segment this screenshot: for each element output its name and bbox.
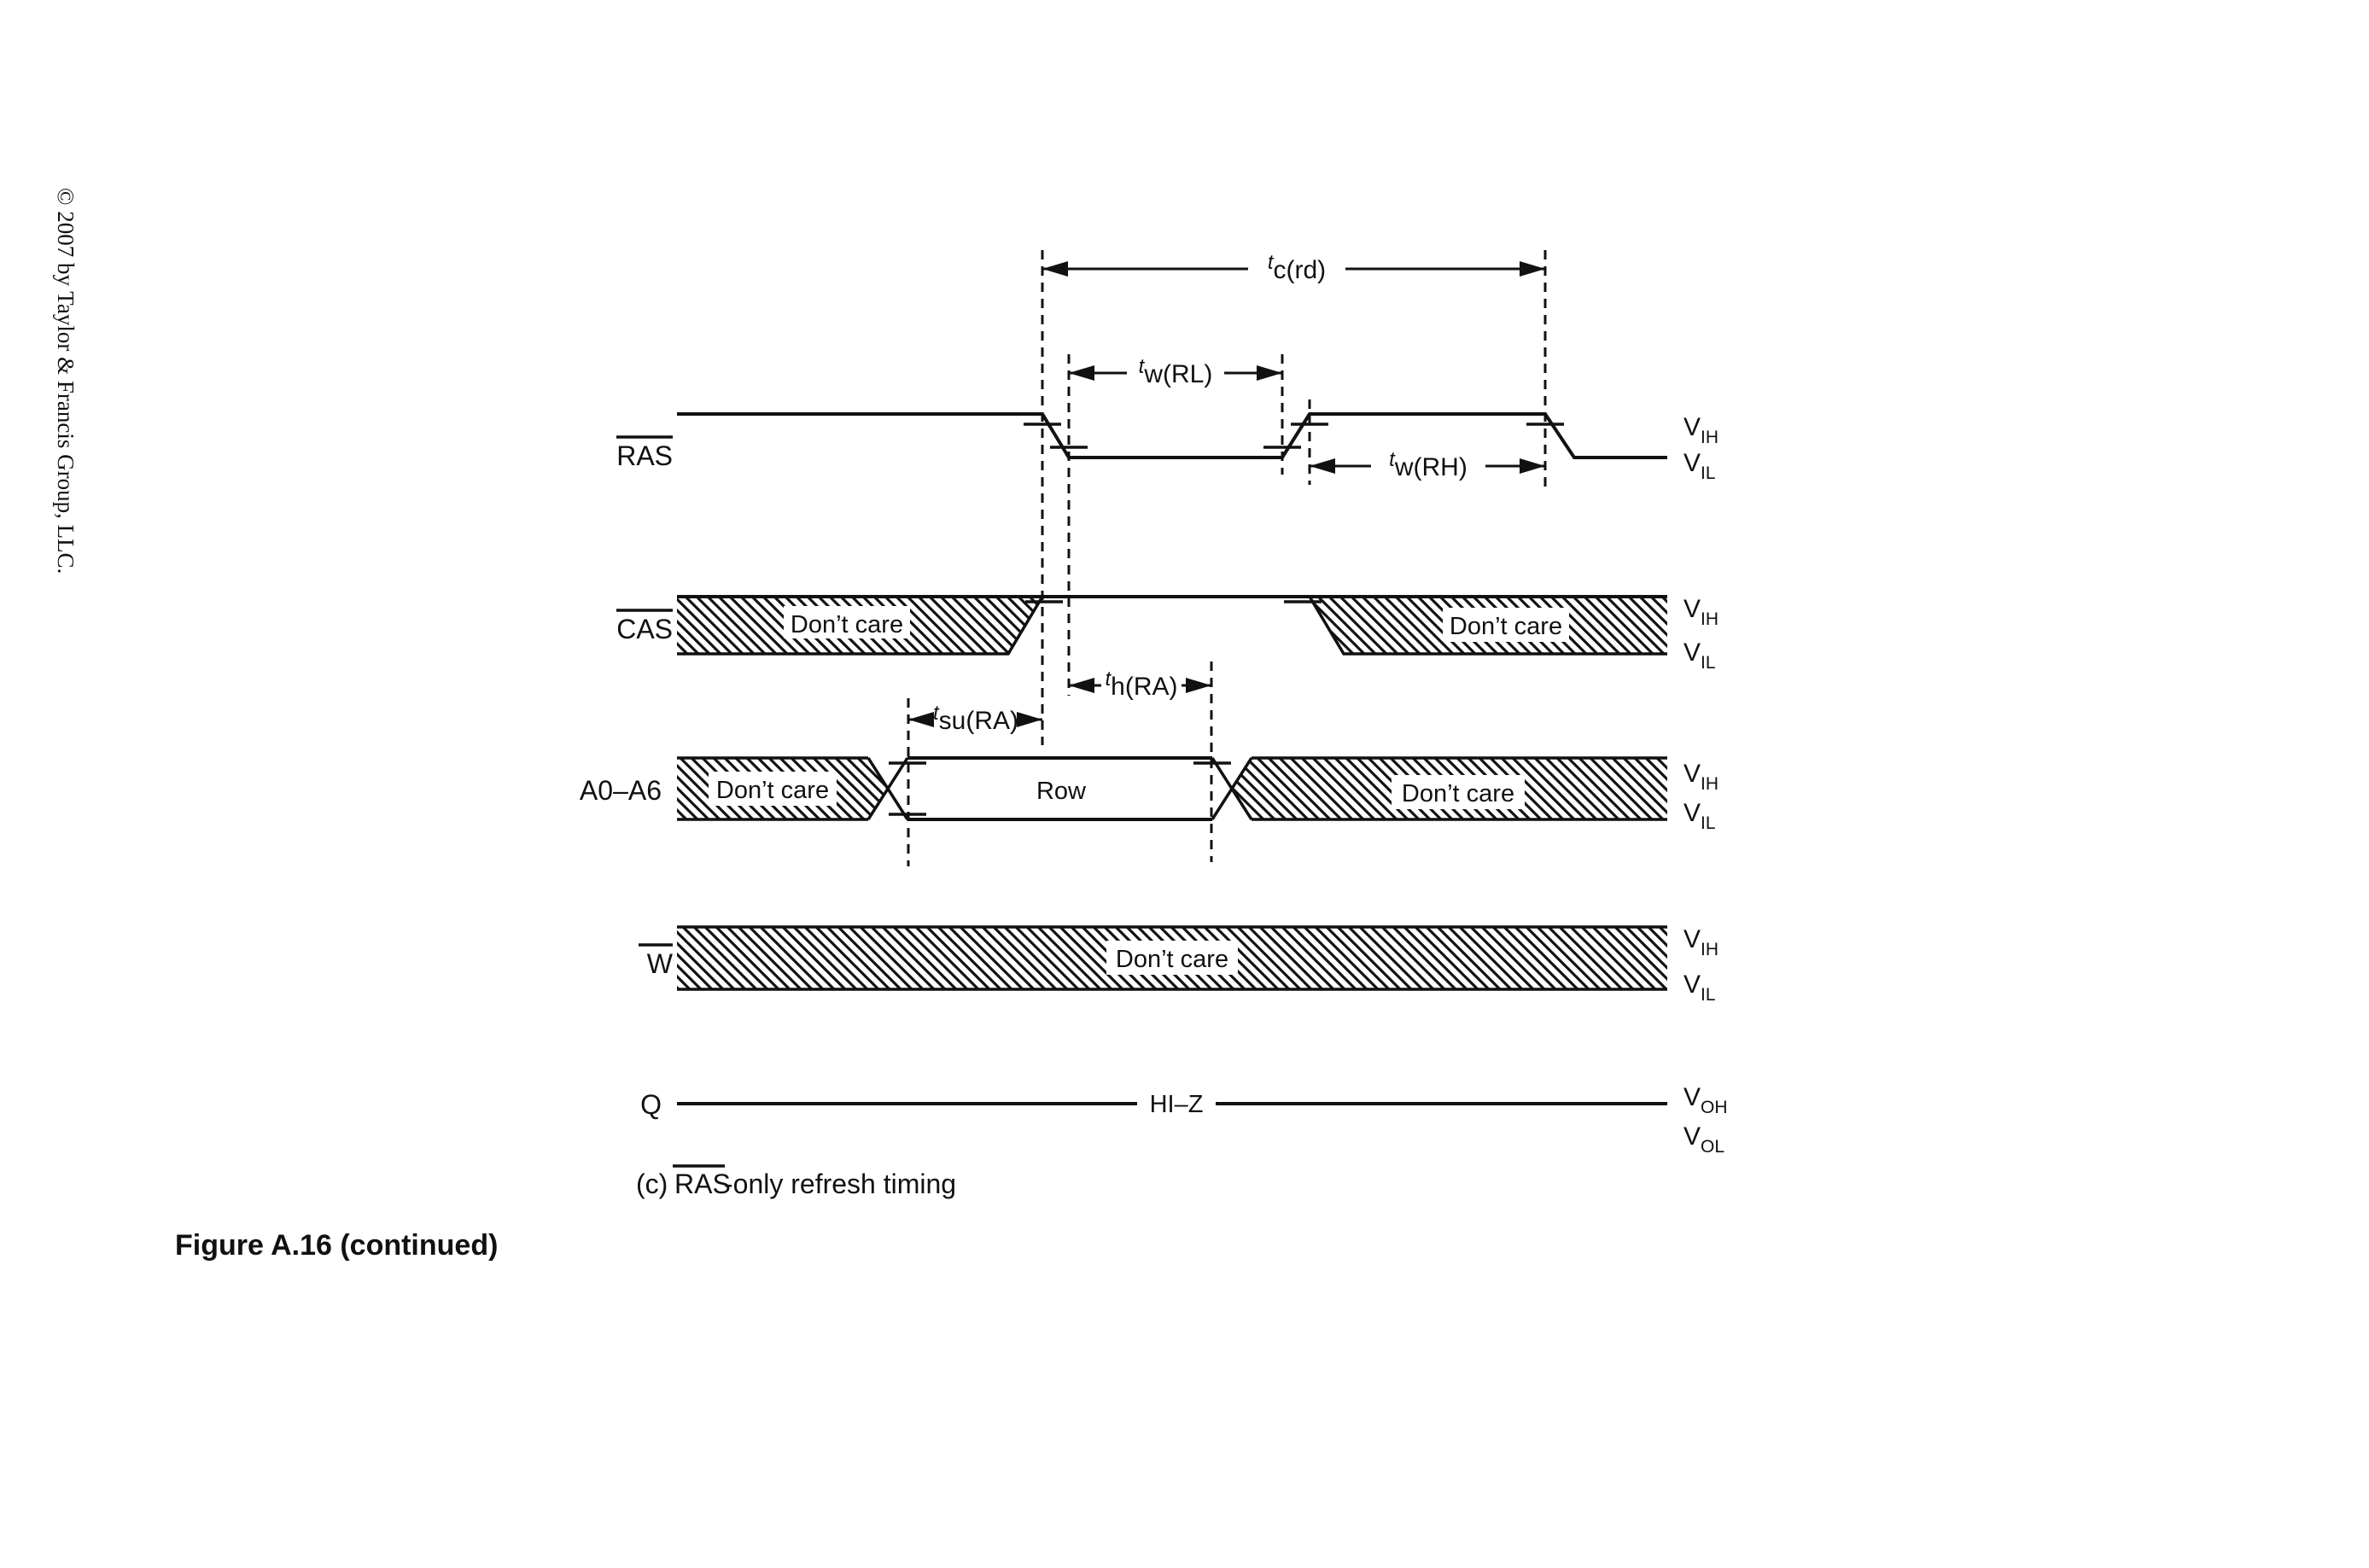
ras-reference-ticks (1024, 423, 1564, 449)
ras-waveform (677, 412, 1667, 459)
arrowhead-right-icon (1017, 712, 1042, 727)
addr-reference-ticks (889, 761, 1231, 816)
sub-caption: (c)RAS-only refresh timing (636, 1164, 956, 1199)
addr-row: A0–A6 Don’t care Row Don’t care VIH VIL (580, 756, 1718, 833)
tc-rd-dimension: tc(rd) (1042, 251, 1545, 284)
cas-dont-care-left-label: Don’t care (791, 611, 903, 638)
tsu-ra-label: tsu(RA) (933, 702, 1018, 735)
q-vol-label: VOL (1683, 1122, 1724, 1157)
addr-right-crossover (1211, 757, 1253, 820)
arrowhead-right-icon (1520, 458, 1545, 474)
tsu-ra-dimension: tsu(RA) (908, 702, 1042, 735)
addr-left-label-box (709, 772, 837, 806)
write-hatch-edges (677, 925, 1667, 991)
cas-right-label-box (1443, 608, 1569, 642)
addr-vil-label: VIL (1683, 799, 1716, 833)
write-dont-care-label: Don’t care (1116, 946, 1228, 973)
addr-right-hatch-edges (1252, 756, 1667, 821)
write-signal-label: W (647, 948, 674, 979)
q-row: Q HI–Z VOH VOL (640, 1083, 1727, 1157)
arrowhead-left-icon (1042, 261, 1068, 277)
tw-rh-label: tw(RH) (1389, 448, 1467, 481)
ras-vih-label: VIH (1683, 413, 1718, 447)
copyright-text: © 2007 by Taylor & Francis Group, LLC. (53, 188, 79, 574)
arrowhead-left-icon (908, 712, 934, 727)
sub-caption-text: (c)RAS-only refresh timing (636, 1169, 956, 1199)
tw-rl-label: tw(RL) (1139, 355, 1213, 388)
cas-signal-label: CAS (616, 614, 673, 644)
arrowhead-left-icon (1310, 458, 1335, 474)
addr-left-crossover (866, 757, 909, 820)
cas-vil-label: VIL (1683, 638, 1716, 673)
ras-vil-label: VIL (1683, 449, 1716, 483)
addr-dont-care-right-label: Don’t care (1402, 780, 1514, 807)
write-row: W Don’t care VIH VIL (639, 925, 1718, 1005)
arrowhead-left-icon (1069, 365, 1094, 381)
cas-vih-label: VIH (1683, 595, 1718, 629)
th-ra-label: th(RA) (1105, 667, 1177, 701)
arrowhead-left-icon (1069, 678, 1094, 693)
ras-row: RAS VIH VIL (616, 412, 1718, 483)
write-label-box (1106, 941, 1238, 975)
cas-left-hatch-edge (677, 596, 1044, 656)
addr-dont-care-left-label: Don’t care (716, 777, 829, 804)
addr-row-valid-label: Row (1036, 778, 1087, 805)
tc-rd-label: tc(rd) (1268, 251, 1326, 284)
addr-valid-lines (907, 756, 1212, 821)
tw-rl-dimension: tw(RL) (1069, 355, 1282, 388)
tw-rh-dimension: tw(RH) (1310, 448, 1545, 481)
write-vih-label: VIH (1683, 925, 1718, 959)
q-hiz-label: HI–Z (1150, 1091, 1204, 1118)
ras-signal-label: RAS (616, 440, 673, 471)
addr-vih-label: VIH (1683, 760, 1718, 794)
q-voh-label: VOH (1683, 1083, 1728, 1117)
arrowhead-right-icon (1257, 365, 1282, 381)
cas-dont-care-right-label: Don’t care (1450, 613, 1562, 640)
addr-right-label-box (1392, 775, 1525, 809)
arrowhead-right-icon (1186, 678, 1211, 693)
q-signal-label: Q (640, 1089, 662, 1120)
figure-caption: Figure A.16 (continued) (175, 1229, 498, 1262)
cas-row: CAS Don’t care Don’t care VIH VIL (616, 595, 1718, 673)
addr-left-hatch-edges (677, 756, 868, 821)
th-ra-dimension: th(RA) (1069, 667, 1211, 701)
cas-right-hatch-edge (1308, 596, 1667, 656)
arrowhead-right-icon (1520, 261, 1545, 277)
addr-signal-label: A0–A6 (580, 775, 662, 806)
write-vil-label: VIL (1683, 971, 1716, 1005)
cas-left-label-box (784, 606, 910, 638)
